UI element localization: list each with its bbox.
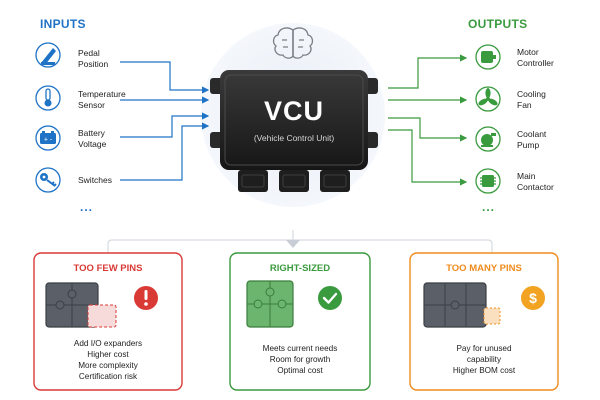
puzzle-extra-icon [423,282,501,328]
vcu-title: VCU [263,96,324,126]
card-line: Meets current needs [262,344,338,353]
pump-icon [475,126,501,152]
card-right-sized-body: Meets current needs Room for growth Opti… [230,343,370,376]
divider-bracket [107,230,493,252]
input-item-switches: Switches [78,175,113,185]
inputs-ellipsis: ... [80,200,94,214]
card-line: Higher cost [87,350,129,359]
down-arrow-icon [286,240,300,248]
contactor-icon [475,168,501,194]
input-arrows [120,61,210,181]
card-too-many-pins-body: Pay for unused capability Higher BOM cos… [410,343,558,376]
vcu-subtitle: (Vehicle Control Unit) [253,133,335,143]
card-too-few-pins-body: Add I/O expanders Higher cost More compl… [34,338,182,382]
card-too-many-pins: TOO MANY PINS [410,263,558,274]
svg-text:$: $ [529,290,537,306]
card-title: RIGHT-SIZED [269,263,331,274]
vcu-module [210,70,378,192]
thermometer-icon [35,85,61,111]
svg-text:+ -: + - [44,137,53,144]
card-right-sized: RIGHT-SIZED [230,263,370,274]
card-line: capability [466,355,502,364]
motor-icon [475,44,501,70]
pedal-icon [35,42,61,68]
brain-icon [272,27,314,59]
card-line: Optimal cost [277,366,323,375]
puzzle-incomplete-icon [45,282,117,328]
input-item-pedal: Pedal Position [78,48,109,69]
warning-icon [134,286,158,310]
card-line: More complexity [78,361,138,370]
output-item-pump: Coolant Pump [517,129,547,150]
input-item-temperature: Temperature Sensor [78,89,126,110]
card-line: Certification risk [78,372,138,381]
card-line: Room for growth [269,355,331,364]
card-line: Pay for unused [456,344,512,353]
inputs-header: INPUTS [40,17,86,31]
check-icon [318,286,342,310]
puzzle-complete-icon [246,280,294,328]
outputs-header: OUTPUTS [468,17,528,31]
card-title: TOO FEW PINS [73,263,143,274]
dollar-icon: $ [521,286,545,310]
input-item-battery: Battery Voltage [78,128,107,149]
output-item-contactor: Main Contactor [517,171,554,192]
outputs-ellipsis: ... [482,200,496,214]
card-title: TOO MANY PINS [446,263,522,274]
key-icon [35,167,61,193]
card-line: Add I/O expanders [73,339,143,348]
output-item-motor: Motor Controller [517,47,554,68]
fan-icon [475,86,501,112]
card-too-few-pins: TOO FEW PINS [34,263,182,274]
output-item-fan: Cooling Fan [517,89,546,110]
output-arrows [388,54,468,186]
battery-icon: + - [35,125,61,151]
card-line: Higher BOM cost [452,366,516,375]
